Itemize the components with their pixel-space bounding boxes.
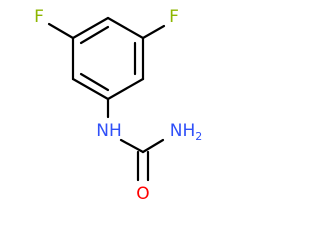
molecule-structure: F F NH NH2 O: [34, 7, 203, 204]
atom-nitrogen-nh2-label: NH: [170, 121, 196, 141]
ring-bond-bottom-left: [71, 77, 110, 101]
bond-carbonyl-to-nh2: [141, 138, 165, 154]
bond-fluorine-left: [47, 22, 75, 40]
ring-double-bond-bottom-left: [79, 72, 110, 92]
benzene-ring: [71, 16, 145, 101]
atom-nitrogen-nh: NH: [96, 121, 122, 141]
bond-nh-to-carbonyl: [119, 138, 145, 154]
ring-double-bond-top-left: [79, 25, 110, 45]
atom-nitrogen-nh2: NH2: [170, 121, 203, 143]
ring-bond-top-right: [106, 16, 145, 40]
atom-fluorine-left: F: [34, 7, 44, 27]
atom-fluorine-right: F: [169, 7, 179, 27]
atom-oxygen: O: [136, 184, 149, 204]
bond-fluorine-right: [141, 24, 166, 40]
atom-nitrogen-nh2-subscript: 2: [195, 130, 202, 143]
ring-bond-top-left: [71, 16, 110, 40]
ring-bond-bottom-right: [106, 77, 145, 101]
